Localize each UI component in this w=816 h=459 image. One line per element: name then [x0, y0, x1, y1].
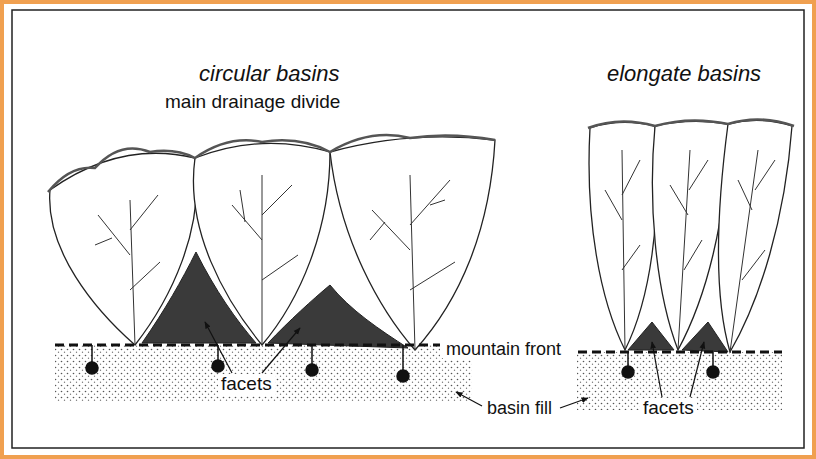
- heading: circular basins: [196, 62, 343, 86]
- drainage-divide: [48, 135, 495, 192]
- basin-fill: [55, 345, 472, 402]
- heading: elongate basins: [604, 62, 764, 86]
- front-label: mountain front: [443, 340, 564, 360]
- circular-basins: [50, 137, 495, 350]
- facet: [142, 252, 408, 348]
- elongate-basins: [589, 120, 792, 352]
- inner-frame: [12, 10, 804, 448]
- leader-line: [205, 322, 704, 408]
- drainage-divide: [588, 119, 794, 128]
- facets-label: facets: [218, 374, 275, 395]
- fill-label: basin fill: [484, 399, 555, 419]
- divide-label: main drainage divide: [162, 92, 343, 113]
- fault-dot: [86, 345, 719, 382]
- drainage-network: [605, 150, 775, 352]
- facets-label: facets: [640, 398, 697, 419]
- drainage-network: [95, 175, 455, 350]
- mountain-front: [55, 345, 782, 352]
